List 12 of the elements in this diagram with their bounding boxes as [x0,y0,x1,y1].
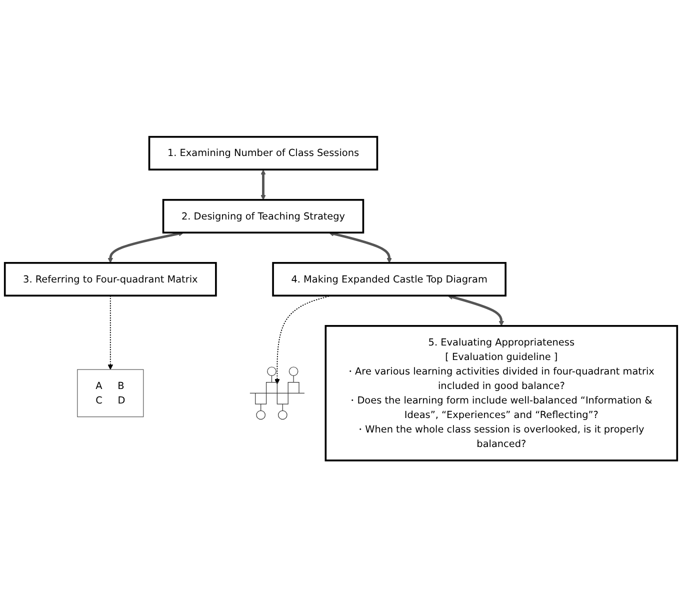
arrow [448,294,504,326]
node-box [77,369,144,417]
node-box [272,262,506,296]
arrow [260,169,266,200]
arrow [108,295,114,370]
flowchart: 1. Examining Number of Class Sessions 2. Designing of Teaching Strategy 3. Referring to Four-quadrant Matrix A B C D 4. Making Expanded Castle Top Diagram 5. Evaluating Appropriateness [ Evaluation guideline ] ・Are various learning activities divided in four-quadrant matrix included in good balance? ・Does the learning form include well-balanced “Information & Ideas”, “Experiences” and “Reflecting”? ・When the whole class session is overlooked, is it properly balanced? [0,132,682,466]
node-box [4,262,217,296]
arrow [328,231,392,263]
arrow [108,230,184,263]
node-box [324,324,678,462]
node-box [148,136,378,170]
node-box [162,198,364,234]
